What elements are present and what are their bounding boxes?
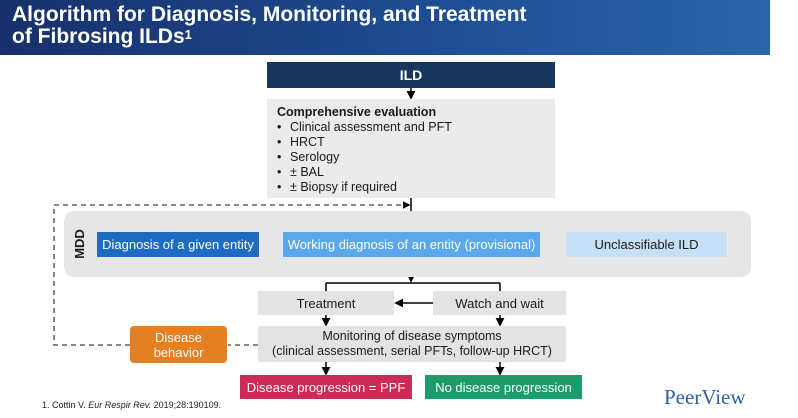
evaluation-item: HRCT — [277, 135, 555, 150]
monitoring-box: Monitoring of disease symptoms (clinical… — [258, 326, 566, 362]
ild-box: ILD — [267, 62, 555, 88]
no-progression-box: No disease progression — [425, 375, 582, 399]
monitoring-line-2: (clinical assessment, serial PFTs, follo… — [272, 344, 552, 358]
progression-ppf-box: Disease progression = PPF — [240, 375, 412, 399]
footnote-prefix: 1. Cottin V. — [42, 400, 89, 410]
comprehensive-evaluation-box: Comprehensive evaluation Clinical assess… — [267, 99, 555, 198]
monitoring-line-1: Monitoring of disease symptoms — [322, 329, 502, 343]
slide-title: Algorithm for Diagnosis, Monitoring, and… — [12, 4, 527, 48]
title-superscript: 1 — [184, 27, 192, 42]
title-line-2-text: of Fibrosing ILDs — [12, 25, 185, 48]
evaluation-item: ± Biopsy if required — [277, 180, 555, 195]
disease-behavior-line-1: Disease — [155, 329, 202, 345]
evaluation-item: Clinical assessment and PFT — [277, 120, 555, 135]
footnote-journal: Eur Respir Rev. — [88, 400, 152, 410]
title-line-1: Algorithm for Diagnosis, Monitoring, and… — [12, 3, 527, 26]
footnote: 1. Cottin V. Eur Respir Rev. 2019;28:190… — [42, 400, 221, 410]
evaluation-item: ± BAL — [277, 165, 555, 180]
peerview-logo: PeerView — [664, 385, 746, 409]
evaluation-item: Serology — [277, 150, 555, 165]
dashed-feedback-loop — [53, 201, 411, 346]
mdd-label: MDD — [71, 229, 87, 259]
working-diagnosis-box: Working diagnosis of an entity (provisio… — [283, 232, 540, 257]
diagnosis-entity-box: Diagnosis of a given entity — [97, 232, 259, 257]
evaluation-list: Clinical assessment and PFT HRCT Serolog… — [277, 120, 555, 195]
disease-behavior-box: Disease behavior — [130, 326, 227, 363]
watch-and-wait-box: Watch and wait — [433, 291, 566, 315]
disease-behavior-line-2: behavior — [153, 344, 204, 360]
unclassifiable-ild-box: Unclassifiable ILD — [566, 232, 727, 257]
title-bar — [0, 0, 770, 55]
title-line-2: of Fibrosing ILDs1 — [12, 26, 527, 48]
footnote-suffix: 2019;28:190109. — [151, 400, 222, 410]
evaluation-heading: Comprehensive evaluation — [277, 105, 437, 119]
treatment-box: Treatment — [258, 291, 394, 315]
